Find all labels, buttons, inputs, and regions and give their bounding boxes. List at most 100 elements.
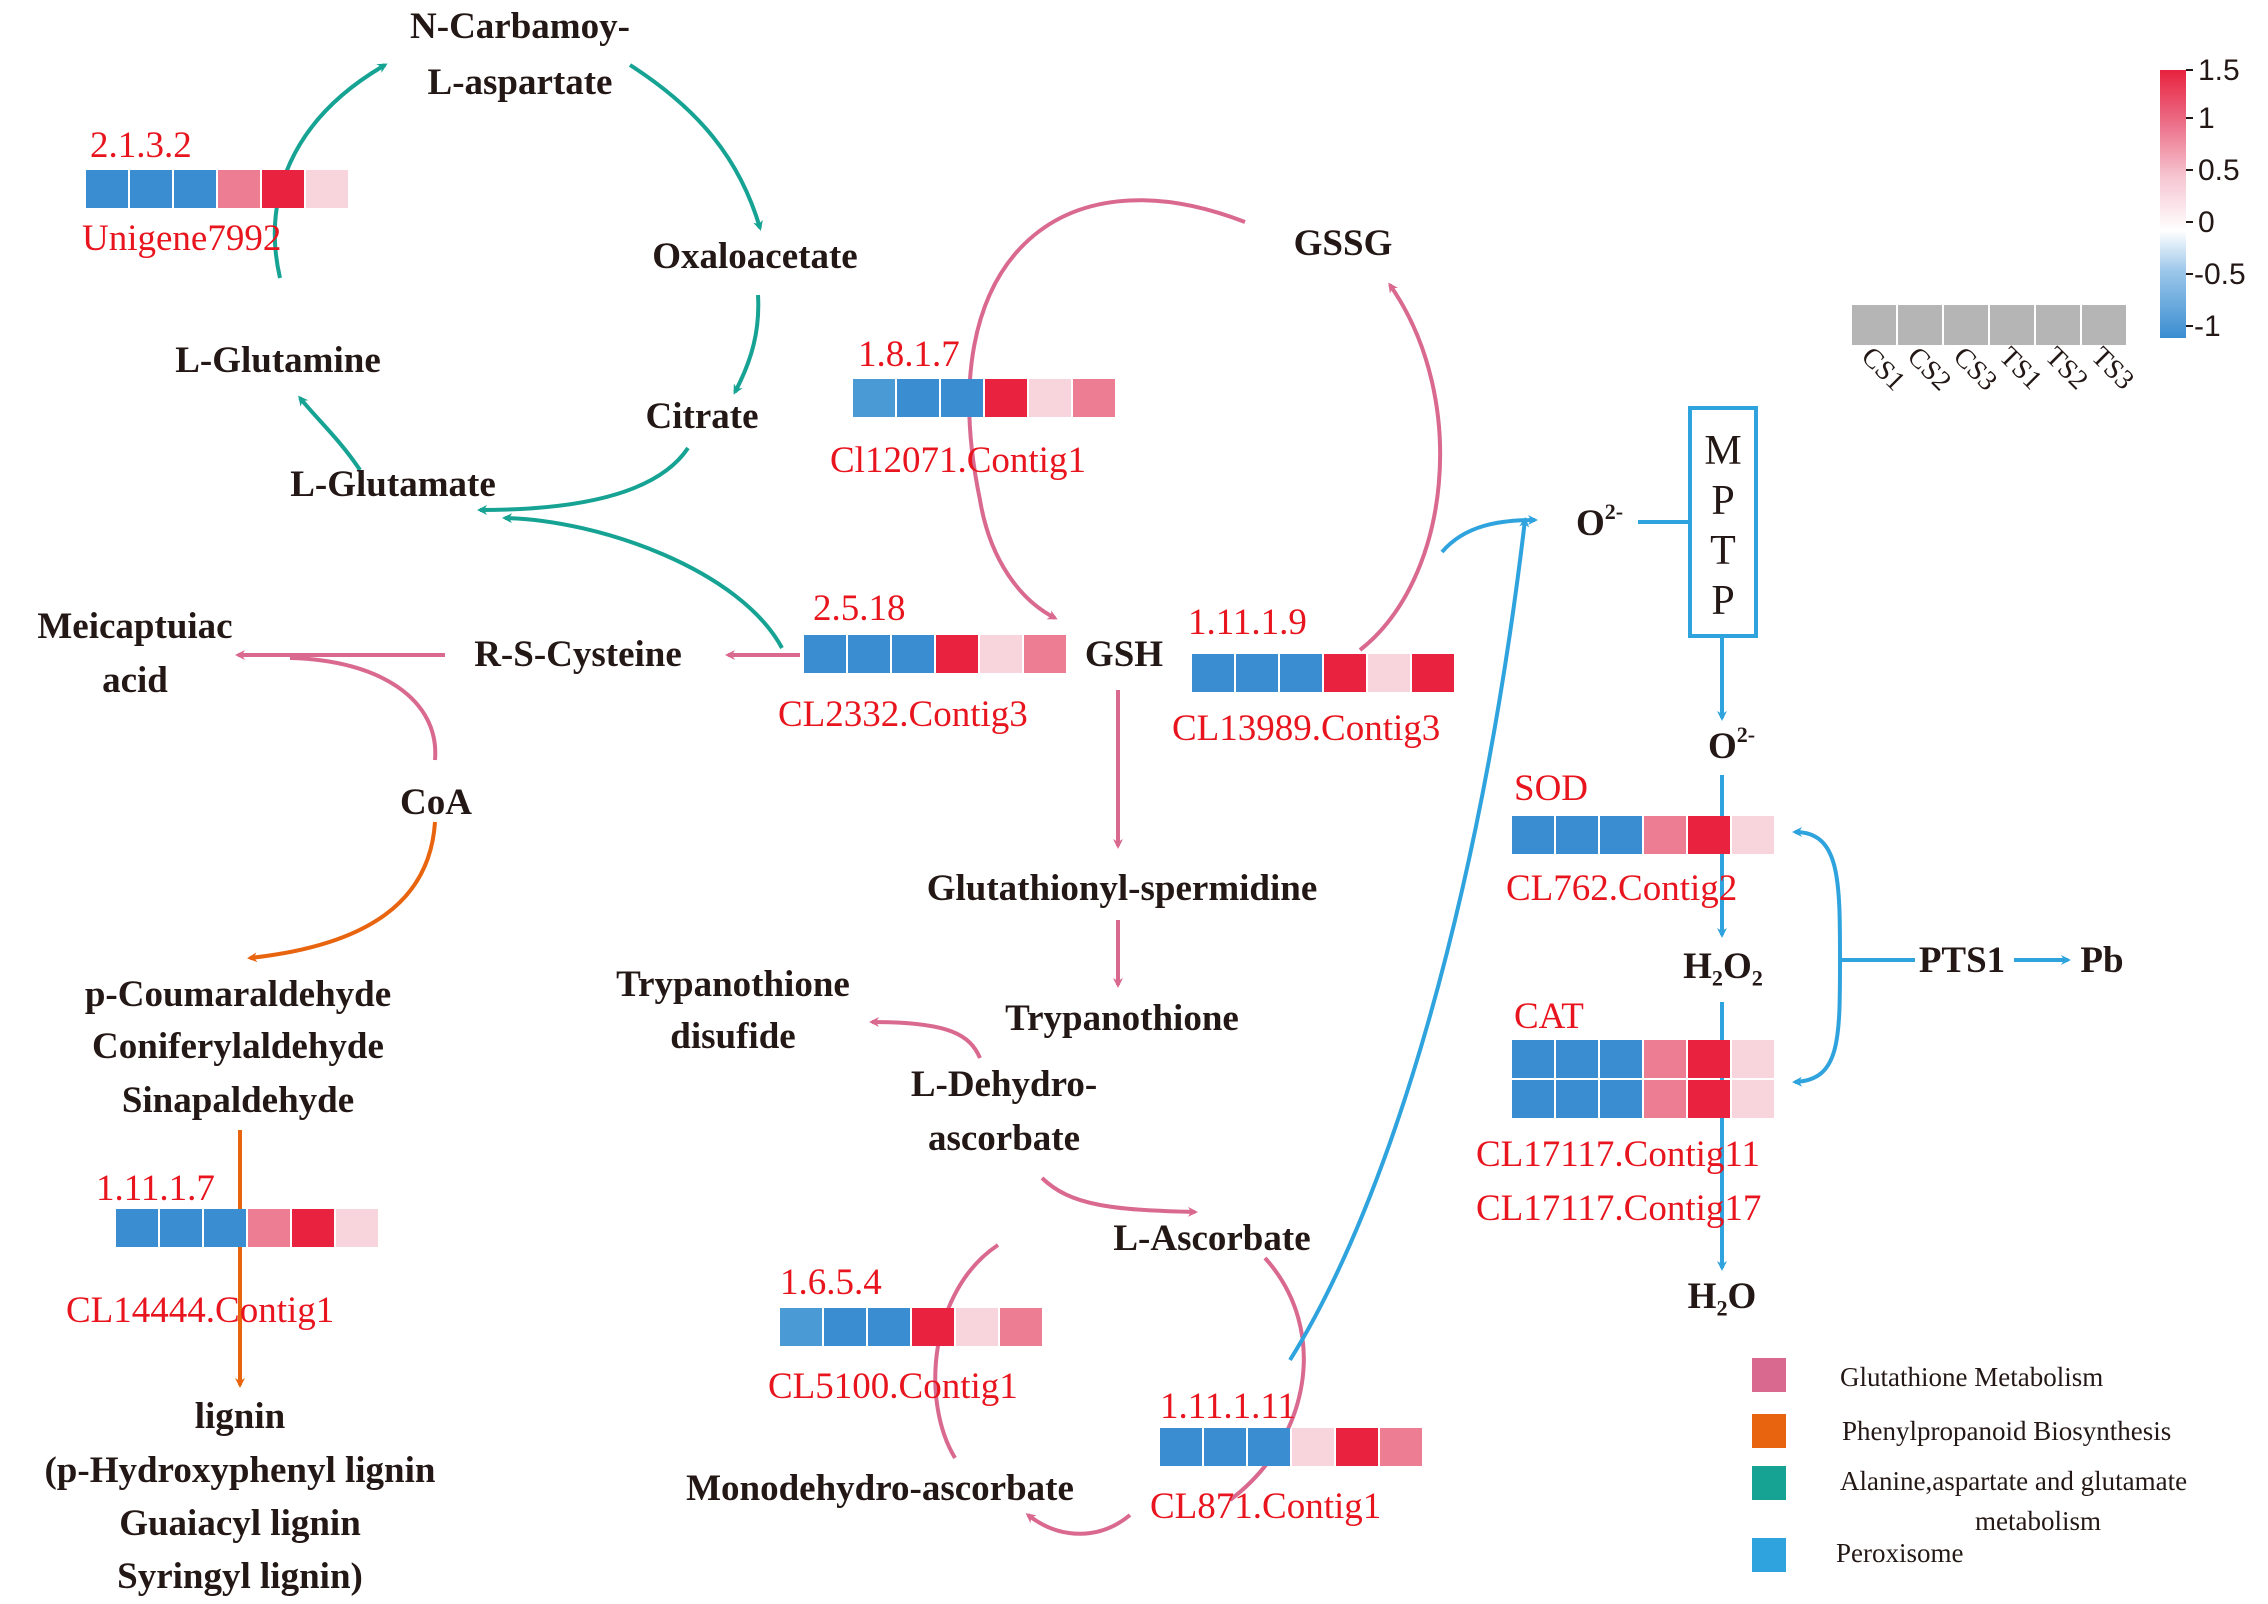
peroxisome-arrows [1288,515,2071,1362]
heatmap-cell [1688,1040,1730,1078]
node-monodehydroascorbate: Monodehydro-ascorbate [686,1468,1074,1509]
node-citrate: Citrate [646,396,759,437]
heatmap-cell [116,1209,158,1247]
gene-cl762: CL762.Contig2 [1506,868,1737,909]
heatmap-cell [1336,1428,1378,1466]
node-lignin-1: lignin [195,1396,286,1437]
legend-swatch-phenylpropanoid [1752,1414,1786,1448]
node-gssg: GSSG [1294,223,1393,264]
heatmap-cell [1380,1428,1422,1466]
heatmap-cell [1688,1080,1730,1118]
legend-swatch-peroxisome [1752,1538,1786,1572]
node-pts1: PTS1 [1919,940,2005,981]
heatmap-cell [1248,1428,1290,1466]
heatmap-cell [824,1308,866,1346]
ec-2-5-18: 2.5.18 [813,588,906,629]
heatmap-cell [1600,1080,1642,1118]
node-coa: CoA [400,782,472,823]
heatmap-cell [1600,816,1642,854]
scale-tick-neg-1: -1 [2194,310,2221,343]
heatmap-cell [853,379,895,417]
heatmap-cell [1556,1080,1598,1118]
sample-key-cell [2036,305,2080,345]
node-trypanothione: Trypanothione [1005,998,1239,1039]
heatmap-cell [306,170,348,208]
ec-cat: CAT [1514,996,1584,1037]
gene-cl17117-11: CL17117.Contig11 [1476,1134,1760,1175]
heatmap-cell [1556,1040,1598,1078]
node-n-carbamoyl-1: N-Carbamoy- [410,6,630,47]
phenylpropanoid-arrows [235,821,437,1388]
svg-text:P: P [1711,578,1734,624]
node-lignin-3: Guaiacyl lignin [119,1503,361,1544]
heatmap-cell [985,379,1027,417]
node-aldehyde-1: p-Coumaraldehyde [85,974,391,1015]
arrow-cysteine-to-glutamate [502,513,784,649]
gene-cl5100: CL5100.Contig1 [768,1366,1018,1407]
arrow-gsh-to-o2 [1440,515,1538,554]
ec-1-8-1-7: 1.8.1.7 [858,334,960,375]
heatmap-cell [1600,1040,1642,1078]
sample-label: CS1 [1855,341,1911,397]
arrow-gsh-to-gssg [1358,282,1443,652]
heatmap-cell [1292,1428,1334,1466]
node-gsh: GSH [1085,634,1163,675]
node-o2-bottom: O2- [1708,722,1755,767]
color-scale-bar [2160,70,2186,338]
color-scale: 1.5 1 0.5 0 -0.5 -1 [2160,54,2246,343]
node-lignin-2: (p-Hydroxyphenyl lignin [44,1450,435,1491]
heatmap-cell [1512,816,1554,854]
heatmap-cell [1236,654,1278,692]
arrow-ascorbate-cycle-left [933,1243,1000,1460]
heatmap-cell [780,1308,822,1346]
node-trypanothione-disulfide-2: disufide [670,1016,795,1057]
node-o2-top: O2- [1576,499,1623,544]
glutathione-arrows [235,198,1443,1536]
node-trypanothione-disulfide-1: Trypanothione [616,964,850,1005]
heatmap-cell [1512,1040,1554,1078]
node-lignin-4: Syringyl lignin) [117,1556,363,1597]
heatmap-cell [1556,816,1598,854]
gene-heatmaps [86,170,1774,1466]
node-n-carbamoyl-2: L-aspartate [428,62,613,103]
legend-label-peroxisome: Peroxisome [1836,1538,1964,1568]
ec-1-11-1-9: 1.11.1.9 [1188,602,1307,643]
heatmap-cell [204,1209,246,1247]
heatmap-cell [292,1209,334,1247]
heatmap-cell [1732,1080,1774,1118]
heatmap-cell [941,379,983,417]
arrow-pts1-to-cat [1792,959,1842,1087]
heatmap-cell [936,635,978,673]
arrow-coa-to-aldehydes [247,821,437,963]
node-r-s-cysteine: R-S-Cysteine [474,634,682,675]
legend-label-alanine: Alanine,aspartate and glutamate [1840,1466,2187,1496]
legend-swatch-glutathione [1752,1358,1786,1392]
heatmap-cell [218,170,260,208]
heatmap-cell [248,1209,290,1247]
alanine-arrows [272,63,784,649]
heatmap-cell [1412,654,1454,692]
ec-sod: SOD [1514,768,1588,809]
legend-label-phenylpropanoid: Phenylpropanoid Biosynthesis [1842,1416,2171,1446]
ec-1-6-5-4: 1.6.5.4 [780,1262,882,1303]
node-h2o2: H₂O₂ [1683,946,1763,987]
heatmap-cell [130,170,172,208]
arrow-glutamate-to-glutamine [298,395,362,472]
heatmap-cell [174,170,216,208]
heatmap-cell [1073,379,1115,417]
arrow-ascorbate-cycle-right [1228,1256,1306,1502]
heatmap-cell [1688,816,1730,854]
sample-label: CS3 [1947,341,2003,397]
heatmap-cell [1280,654,1322,692]
heatmap-cell [1644,1080,1686,1118]
sample-label: CS2 [1901,341,1957,397]
heatmap-cell [1732,816,1774,854]
gene-cl13989: CL13989.Contig3 [1172,708,1440,749]
heatmap-cell [1324,654,1366,692]
heatmap-cell [848,635,890,673]
node-h2o: H₂O [1688,1276,1757,1317]
scale-tick-0: 0 [2198,206,2215,239]
arrow-glutamine-to-carbamoyl [272,63,388,279]
node-meicaptuiac-1: Meicaptuiac [37,606,232,647]
